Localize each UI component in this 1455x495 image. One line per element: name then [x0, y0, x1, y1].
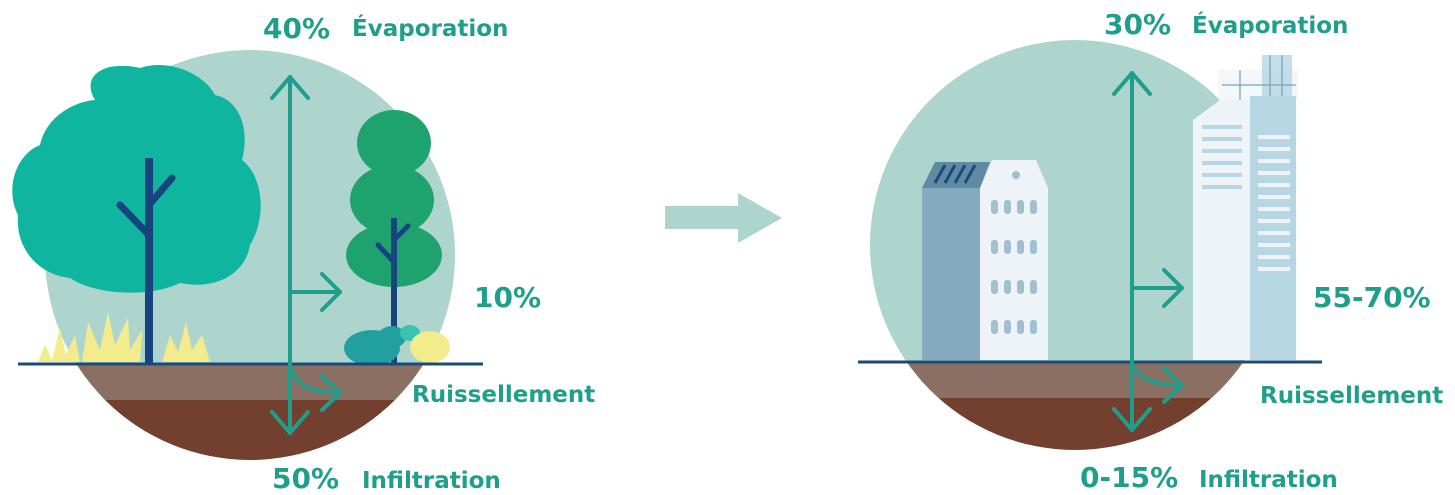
right-evaporation-label: Évaporation	[1192, 11, 1348, 39]
topsoil-layer	[40, 364, 460, 400]
right-runoff-percent: 55-70%	[1313, 281, 1431, 314]
urban-scene: 30% Évaporation 55-70% Ruissellement 0-1…	[858, 8, 1443, 494]
left-evaporation-label: Évaporation	[352, 14, 508, 42]
left-runoff-percent: 10%	[474, 281, 541, 314]
topsoil-layer	[865, 362, 1285, 398]
right-evaporation-percent: 30%	[1104, 8, 1171, 41]
right-runoff-label: Ruissellement	[1260, 383, 1443, 409]
left-runoff-label: Ruissellement	[412, 382, 595, 408]
subsoil-layer	[40, 400, 460, 470]
left-evaporation-percent: 40%	[263, 12, 330, 45]
left-infiltration-percent: 50%	[272, 462, 339, 495]
right-infiltration-label: Infiltration	[1199, 467, 1338, 493]
right-infiltration-percent: 0-15%	[1080, 461, 1178, 494]
right-arrow-icon	[665, 193, 782, 243]
natural-scene: 40% Évaporation 10% Ruissellement 50% In…	[12, 12, 595, 495]
left-infiltration-label: Infiltration	[362, 468, 501, 494]
old-building-icon	[922, 160, 1048, 360]
subsoil-layer	[865, 398, 1285, 458]
